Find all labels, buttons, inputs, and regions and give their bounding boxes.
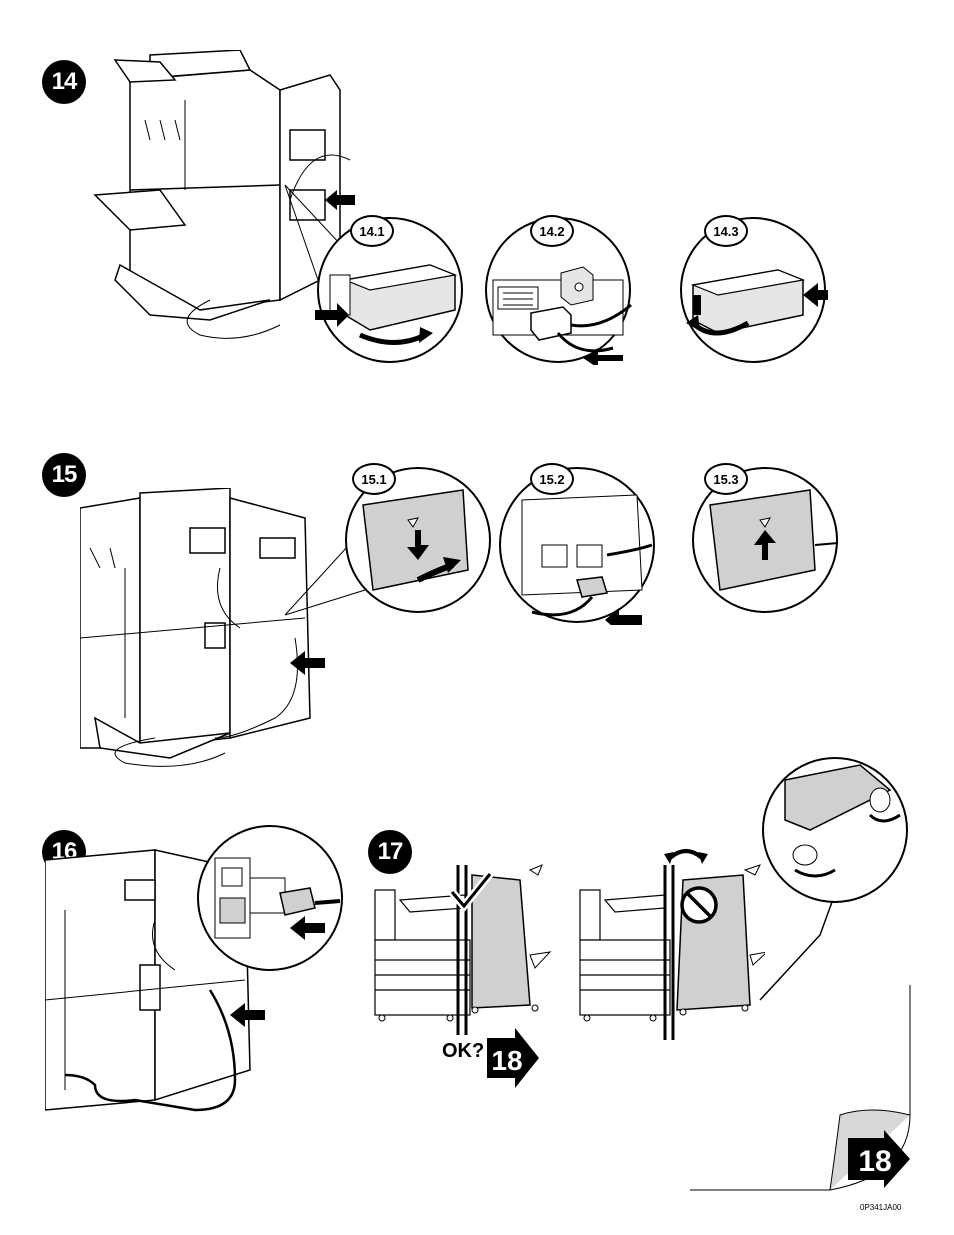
step-14-2-detail — [485, 217, 632, 365]
step-14-3-label: 14.3 — [704, 215, 748, 247]
step-15-2-label: 15.2 — [530, 463, 574, 495]
step-16-outlet-detail — [197, 825, 343, 971]
step-14-1-detail — [315, 217, 463, 363]
step-15-1-detail — [345, 467, 491, 613]
step-17-number: 17 — [368, 830, 412, 874]
step-14-2-label: 14.2 — [530, 215, 574, 247]
step-15-1-label: 15.1 — [352, 463, 396, 495]
checkmark-icon — [448, 871, 494, 913]
prohibited-icon — [680, 886, 718, 924]
next-page-step: 18 — [858, 1145, 891, 1178]
step-14-number: 14 — [42, 60, 86, 104]
step-15-printer-illustration — [80, 488, 325, 767]
document-code: 0P341JA00 — [860, 1203, 902, 1212]
step-14-3-detail — [680, 217, 828, 363]
step-14-printer-illustration — [93, 50, 351, 339]
step-14-1-label: 14.1 — [350, 215, 394, 247]
step-15-number: 15 — [42, 453, 86, 497]
step-17-next-arrow-icon: 18 — [487, 1028, 539, 1088]
step-17-next-step: 18 — [491, 1045, 522, 1076]
step-17-caster-detail — [759, 757, 908, 1001]
rotate-arrow-icon — [664, 849, 708, 864]
next-page-arrow-icon: 18 — [848, 1130, 910, 1188]
step-15-3-label: 15.3 — [704, 463, 748, 495]
step-15-3-detail — [692, 467, 839, 613]
step-15-2-detail — [499, 467, 655, 625]
step-14-push-arrow — [325, 190, 355, 210]
step-17-correct-illustration — [374, 864, 552, 1035]
step-17-ok-text: OK? — [442, 1040, 485, 1062]
